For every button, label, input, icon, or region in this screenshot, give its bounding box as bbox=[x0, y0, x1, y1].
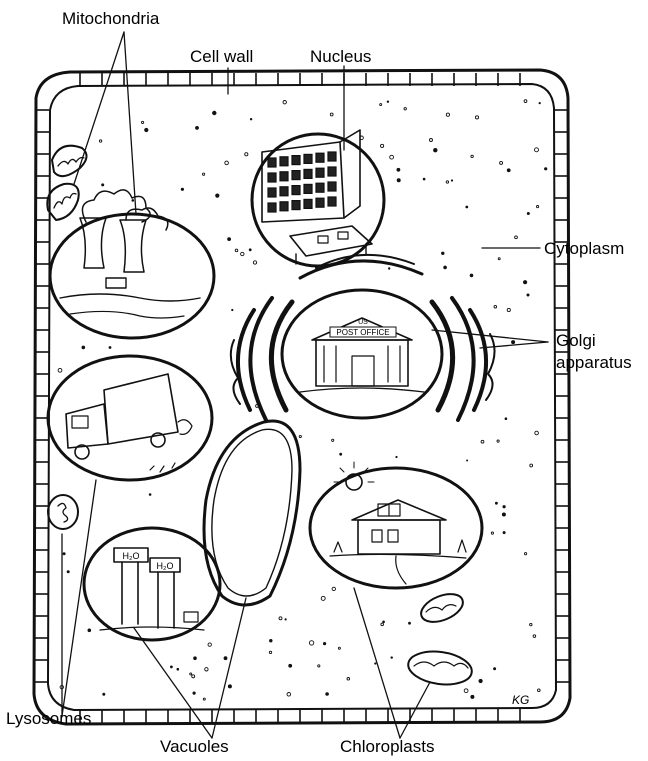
label-vacuoles: Vacuoles bbox=[160, 737, 229, 756]
vacuole-water-towers: H₂O H₂O bbox=[84, 528, 220, 640]
label-leader-lines bbox=[62, 32, 548, 738]
lysosome-garbage-truck bbox=[48, 356, 212, 480]
label-chloroplasts: Chloroplasts bbox=[340, 737, 435, 756]
label-cytoplasm: Cytoplasm bbox=[544, 239, 624, 258]
label-nucleus: Nucleus bbox=[310, 47, 371, 66]
us-sign: US bbox=[358, 319, 368, 326]
label-mitochondria: Mitochondria bbox=[62, 9, 160, 28]
label-golgi-line1: Golgi bbox=[556, 331, 596, 350]
water-tower-2-label: H₂O bbox=[157, 561, 174, 571]
nucleus-building bbox=[252, 130, 384, 266]
post-office-sign: POST OFFICE bbox=[336, 328, 389, 337]
mitochondrion-small-2 bbox=[47, 184, 78, 220]
chloroplast-small bbox=[417, 589, 467, 628]
label-golgi-line2: apparatus bbox=[556, 353, 632, 372]
cytoplasm-dots bbox=[58, 100, 547, 700]
chloroplast-solar-house bbox=[310, 462, 482, 588]
label-lysosomes: Lysosomes bbox=[6, 709, 91, 728]
water-tower-1-label: H₂O bbox=[123, 551, 140, 561]
artist-signature: KG bbox=[512, 693, 529, 707]
lysosome-small bbox=[48, 495, 78, 529]
mitochondria-power-plant bbox=[50, 190, 214, 338]
golgi-post-office: POST OFFICE US bbox=[231, 255, 495, 420]
label-cell-wall: Cell wall bbox=[190, 47, 253, 66]
chloroplast-small-2 bbox=[406, 648, 474, 689]
